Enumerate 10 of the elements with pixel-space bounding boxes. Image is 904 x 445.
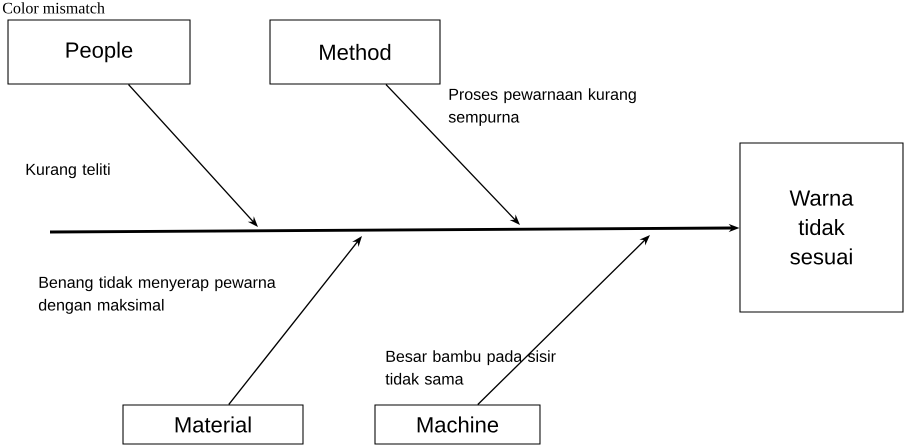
cause-label: Proses pewarnaan kurang sempurna (448, 88, 636, 126)
cause-box: Machine (374, 404, 541, 445)
cause-label: Besar bambu pada sisir tidak sama (386, 350, 556, 385)
cause-box: Warna tidak sesuai (739, 142, 904, 313)
cause-box: People (7, 19, 191, 85)
cause-box: Material (122, 404, 304, 445)
cause-label: Benang tidak menyerap pewarna dengan maksimal (38, 276, 276, 314)
diagram-title: Color mismatch (2, 2, 105, 14)
cause-label: Kurang teliti (26, 163, 110, 178)
cause-box: Method (269, 19, 441, 85)
